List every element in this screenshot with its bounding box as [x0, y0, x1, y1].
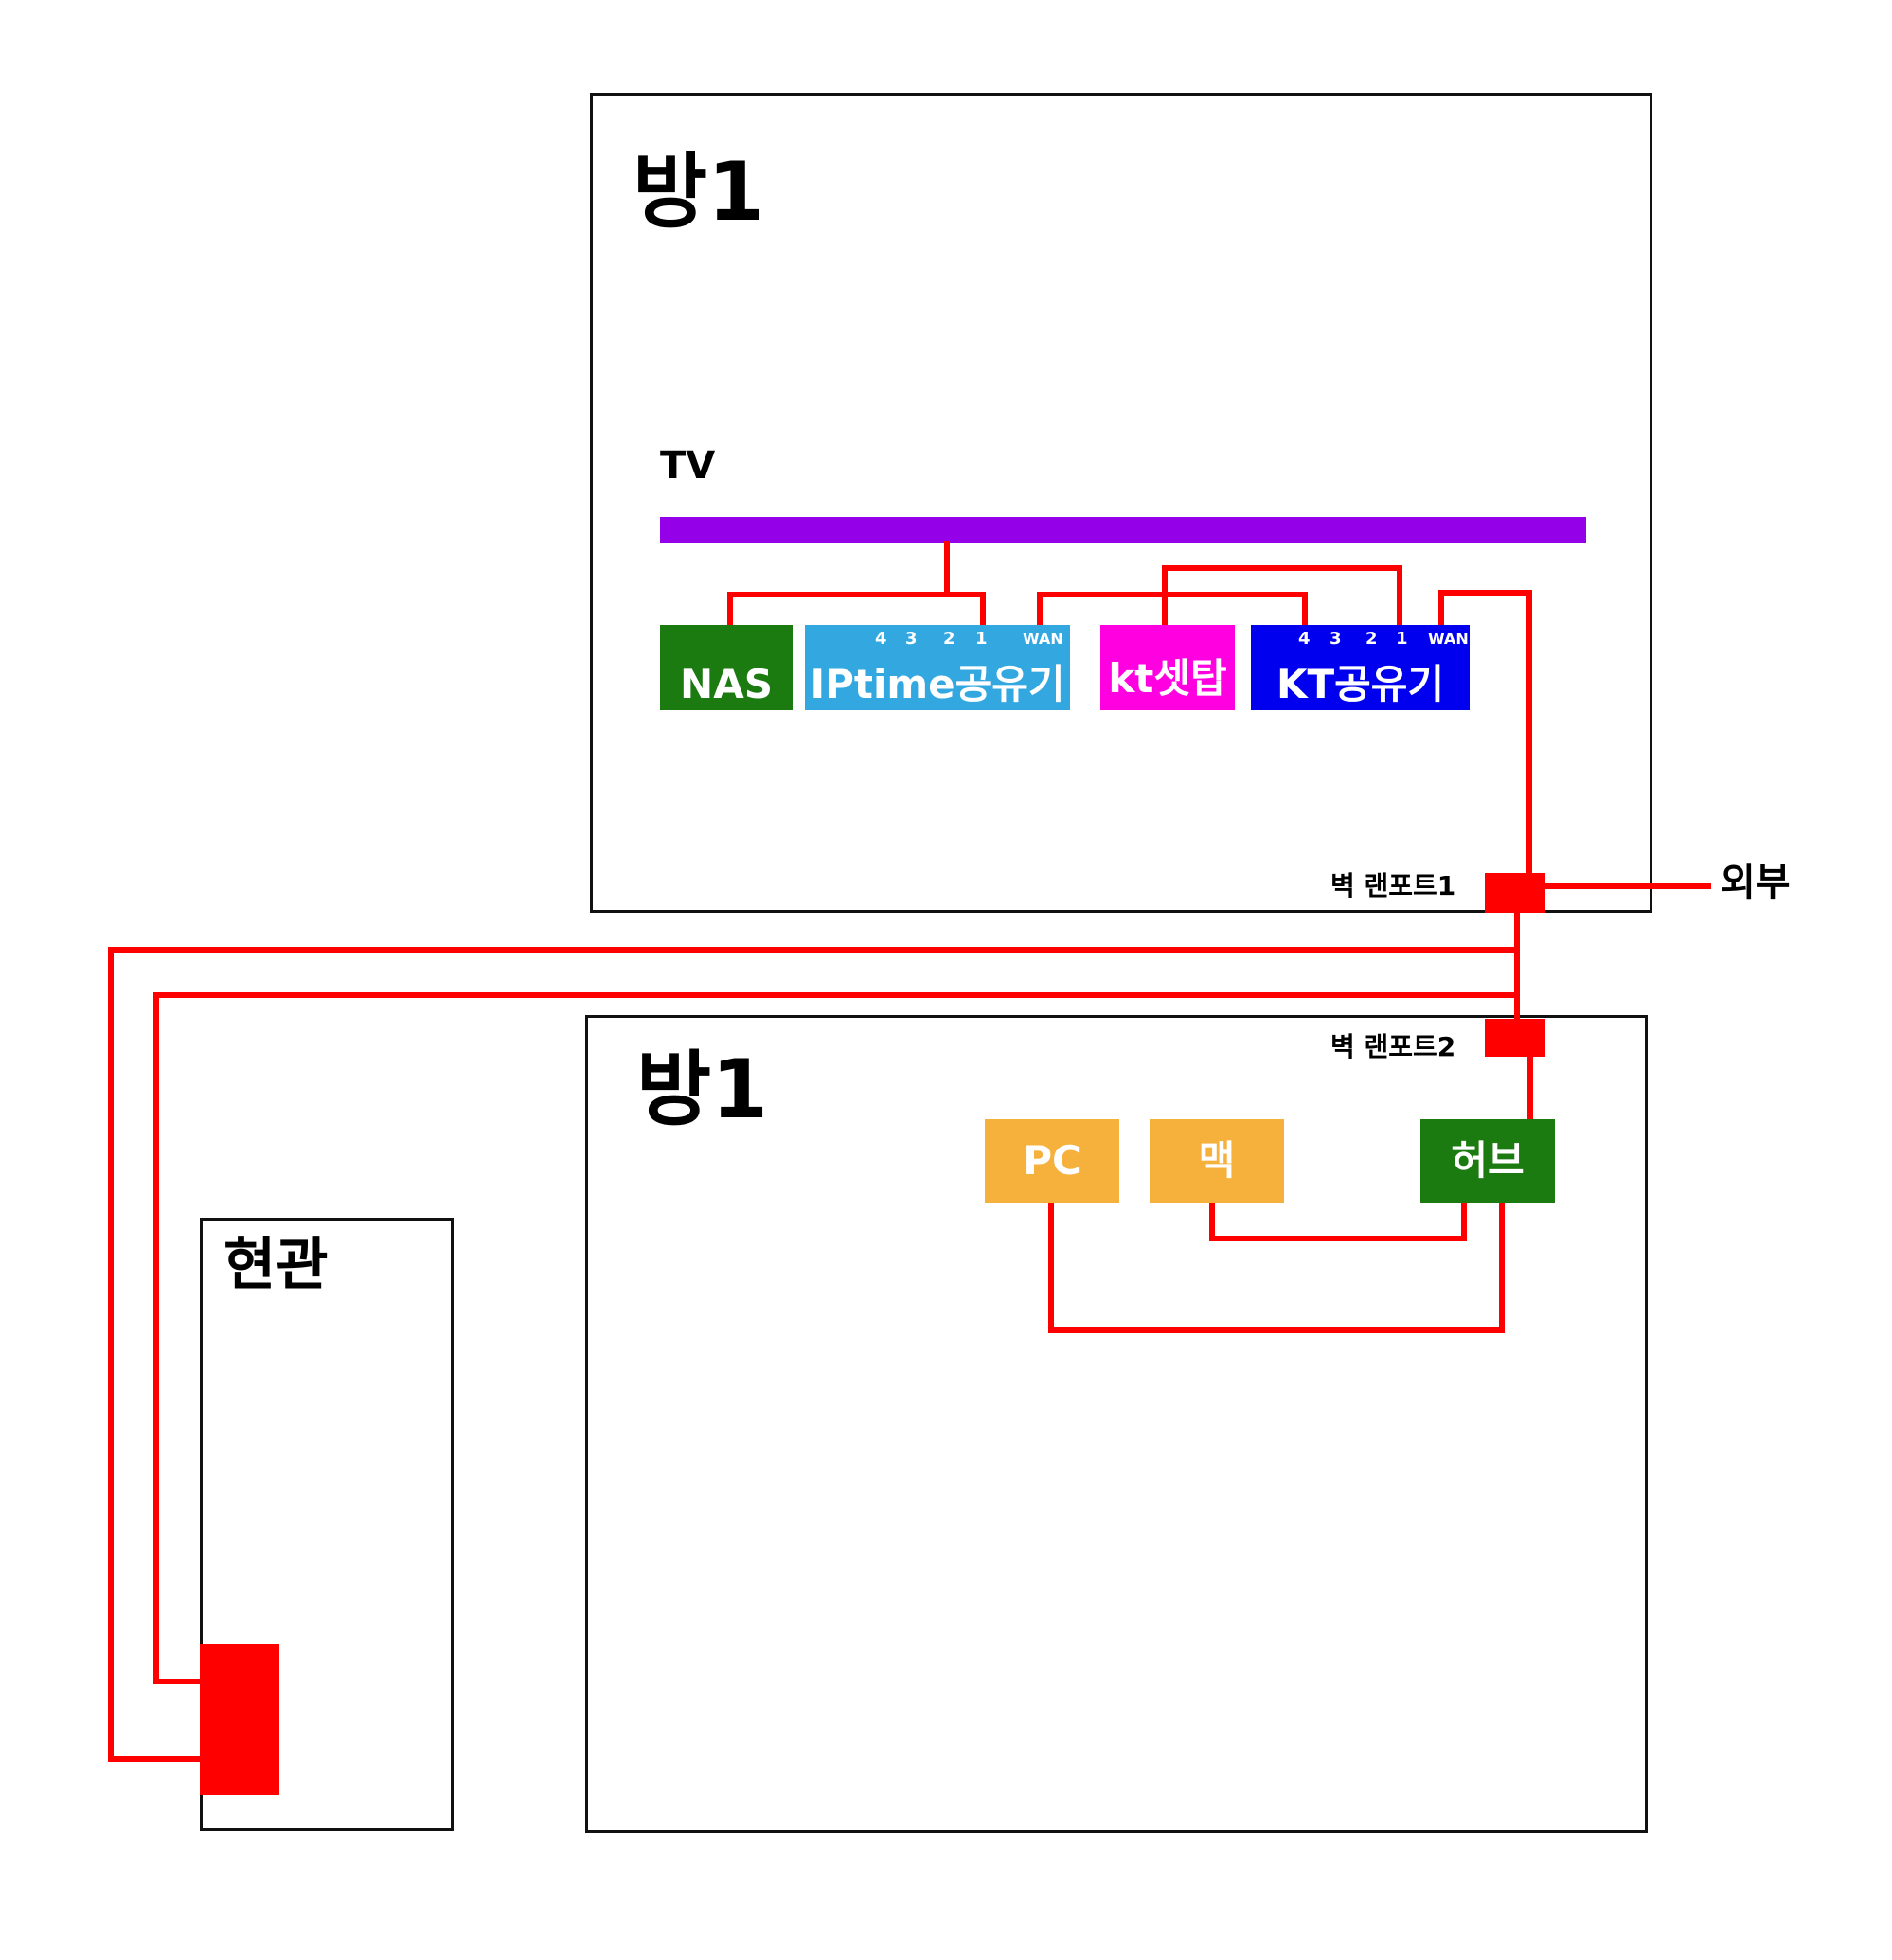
kt-port-wan: WAN: [1428, 630, 1469, 648]
cable-iptime-wan-kt-port4: [1037, 592, 1308, 628]
cable-tv-nas-iptime: [727, 541, 950, 628]
mac-device: 맥: [1150, 1119, 1284, 1203]
hub-label: 허브: [1451, 1137, 1525, 1184]
kt-router-label: KT공유기: [1276, 661, 1445, 707]
iptime-port-wan: WAN: [1023, 630, 1063, 648]
cable-wallport-entrance-inner: [153, 992, 1520, 1684]
kt-port-3: 3: [1330, 629, 1342, 649]
kt-settop-device: kt셋탑: [1100, 625, 1235, 710]
pc-label: PC: [1023, 1137, 1081, 1184]
room-upper: [590, 93, 1652, 913]
room-entrance-title: 현관: [223, 1232, 329, 1298]
cable-settop-kt-port1: [1162, 565, 1402, 628]
kt-settop-label: kt셋탑: [1108, 655, 1227, 702]
iptime-router: IPtime공유기 4 3 2 1 WAN: [805, 625, 1070, 710]
iptime-port-2: 2: [943, 629, 955, 649]
room-lower: [585, 1015, 1648, 1833]
room-entrance: [200, 1218, 454, 1831]
pc-device: PC: [985, 1119, 1119, 1203]
cable-hub-pc: [1048, 1200, 1505, 1333]
wall-port-2: [1485, 1019, 1545, 1057]
wall-port-1-label: 벽 랜포트1: [1330, 870, 1456, 901]
tv-bar: [660, 517, 1586, 543]
nas-label: NAS: [680, 661, 773, 707]
hub-device: 허브: [1420, 1119, 1555, 1203]
external-label: 외부: [1721, 861, 1791, 904]
iptime-port-4: 4: [875, 629, 887, 649]
iptime-label: IPtime공유기: [810, 661, 1065, 707]
room-lower-title: 방1: [636, 1042, 768, 1137]
wall-port-2-label: 벽 랜포트2: [1330, 1031, 1456, 1062]
cable-tv-iptime-port1: [944, 592, 986, 628]
kt-port-4: 4: [1298, 629, 1311, 649]
iptime-port-1: 1: [975, 629, 988, 649]
room-upper-title: 방1: [633, 145, 764, 240]
cable-hub-mac: [1209, 1200, 1467, 1241]
cable-wallport-entrance-outer: [108, 947, 1520, 1762]
entrance-wall-port: [200, 1644, 279, 1795]
iptime-port-3: 3: [905, 629, 918, 649]
wall-port-1: [1485, 873, 1545, 913]
kt-router: KT공유기 4 3 2 1 WAN: [1251, 625, 1470, 710]
kt-port-2: 2: [1365, 629, 1378, 649]
nas-device: NAS: [660, 625, 793, 710]
kt-port-1: 1: [1396, 629, 1408, 649]
mac-label: 맥: [1198, 1137, 1236, 1184]
tv-label: TV: [660, 444, 716, 488]
cable-kt-wan-wallport1: [1438, 590, 1532, 876]
